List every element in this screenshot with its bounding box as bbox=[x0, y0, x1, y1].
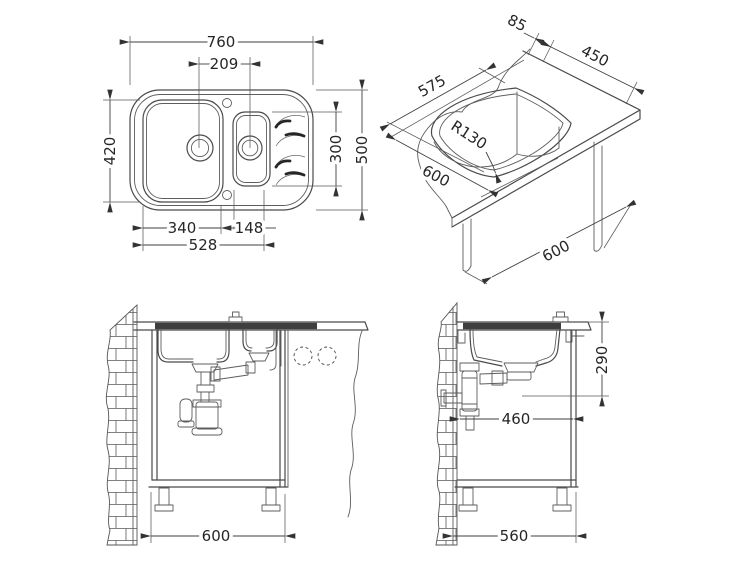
tap-hole-top bbox=[222, 98, 232, 108]
iso-dimension-lines bbox=[379, 26, 645, 285]
bottle-trap bbox=[195, 401, 219, 430]
front-plumbing bbox=[177, 352, 270, 436]
main-bowl-inner bbox=[146, 103, 220, 199]
dim-mounting-depth: 290 bbox=[593, 346, 611, 375]
tap-blank-front bbox=[228, 311, 243, 323]
side-section-view: 290 460 560 bbox=[435, 301, 615, 549]
overflow-pipe bbox=[269, 330, 282, 371]
worktop-slab bbox=[417, 48, 641, 228]
half-bowl-inner bbox=[236, 115, 267, 183]
main-bowl bbox=[142, 99, 224, 203]
front-section-view: 600 bbox=[105, 303, 369, 549]
bottle-trap-side bbox=[461, 370, 478, 412]
dim-cutout-width: 450 bbox=[578, 41, 612, 70]
dim-overall-depth: 500 bbox=[353, 136, 371, 165]
radius-leader bbox=[485, 151, 502, 184]
dim-front-cabinet-width: 600 bbox=[202, 527, 231, 545]
dim-overall-width: 760 bbox=[207, 33, 236, 51]
dim-bowls-span: 528 bbox=[189, 236, 218, 254]
dim-cutout-length: 575 bbox=[415, 71, 449, 101]
dim-iso-cabinet-width: 600 bbox=[539, 236, 573, 265]
dim-main-bowl-depth: 420 bbox=[101, 137, 119, 166]
main-drain-icon bbox=[186, 134, 214, 162]
sink-outline bbox=[129, 89, 314, 211]
dim-side-cabinet-depth: 560 bbox=[500, 527, 529, 545]
side-plumbing bbox=[440, 362, 539, 431]
dim-drain-spacing: 209 bbox=[210, 55, 239, 73]
iso-view: 85 450 575 600 R130 600 bbox=[379, 7, 645, 285]
tap-hole-bottom bbox=[222, 190, 232, 200]
front-side-panel bbox=[287, 329, 363, 518]
front-worktop bbox=[133, 321, 369, 331]
knockout-hole bbox=[293, 346, 313, 366]
dim-main-bowl-width: 340 bbox=[168, 219, 197, 237]
tap-blank-side bbox=[552, 311, 569, 323]
front-cabinet bbox=[148, 329, 289, 512]
dim-interior-clearance: 460 bbox=[502, 410, 531, 428]
dim-back-edge-offset: 85 bbox=[504, 11, 529, 36]
sink-rim-section-side bbox=[463, 322, 561, 330]
dim-half-bowl-depth: 300 bbox=[327, 135, 345, 164]
dim-corner-radius: R130 bbox=[448, 117, 491, 153]
half-bowl bbox=[232, 111, 271, 187]
front-feet bbox=[154, 487, 281, 512]
side-feet bbox=[458, 487, 572, 512]
brick-wall-front bbox=[105, 303, 138, 546]
side-worktop bbox=[456, 321, 592, 331]
sink-inner-rim bbox=[134, 94, 309, 206]
plan-view: 760 209 420 300 500 340 148 528 bbox=[98, 30, 375, 258]
side-cabinet bbox=[454, 329, 579, 512]
brick-wall-side bbox=[435, 301, 458, 546]
dim-worktop-depth: 600 bbox=[419, 161, 453, 190]
main-drain-inner bbox=[190, 138, 210, 158]
plan-dimension-lines bbox=[107, 39, 365, 248]
side-bowl bbox=[457, 328, 585, 367]
drainboard-grooves bbox=[274, 115, 306, 186]
knockout-hole bbox=[317, 346, 337, 366]
panel-break-line bbox=[347, 330, 363, 518]
sink-rim-section bbox=[155, 322, 317, 330]
front-bowls bbox=[157, 328, 282, 371]
dim-half-bowl-width: 148 bbox=[235, 219, 264, 237]
